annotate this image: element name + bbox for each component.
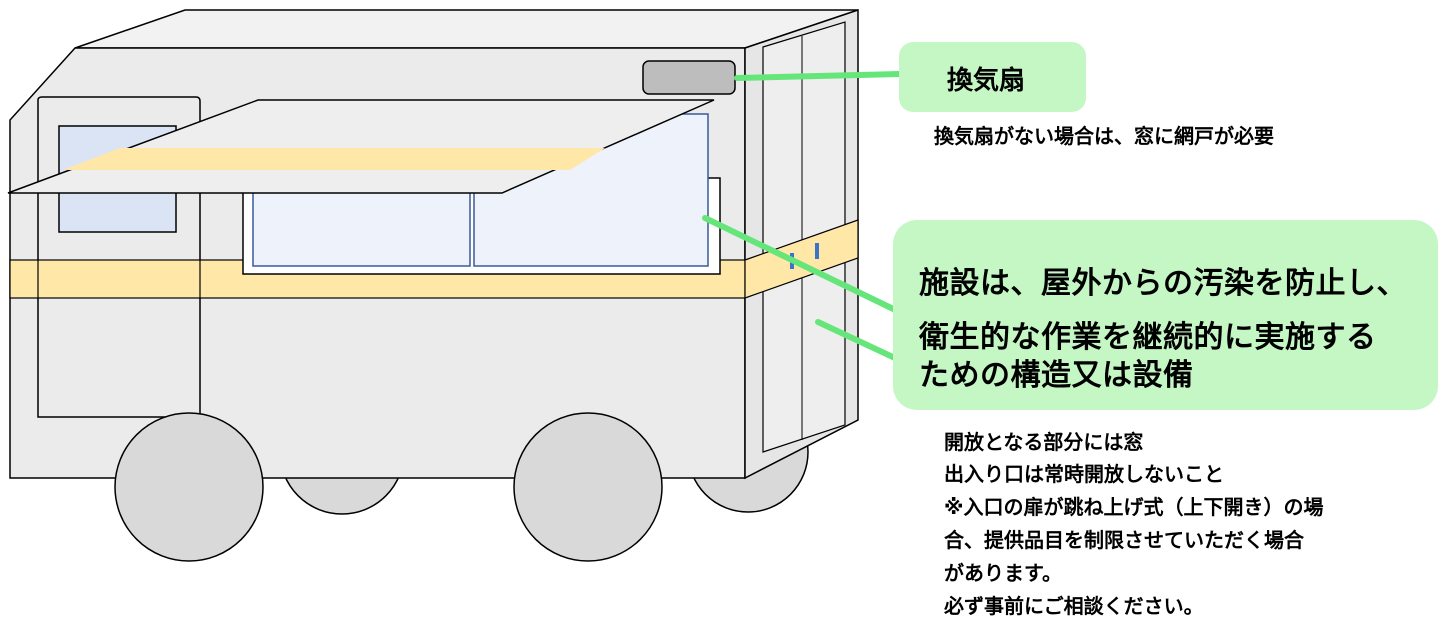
front-wheel bbox=[513, 412, 663, 562]
stripe-side bbox=[744, 219, 859, 299]
notes-line: ※入口の扉が跳ね上げ式（上下開き）の場 bbox=[944, 495, 1324, 519]
facility-line: ための構造又は設備 bbox=[919, 358, 1194, 393]
notes-line: 必ず事前にご相談ください。 bbox=[944, 594, 1204, 618]
notes-line: があります。 bbox=[944, 561, 1062, 585]
fan-connector bbox=[734, 71, 902, 81]
service-window-left bbox=[252, 183, 471, 267]
awning-stripe bbox=[63, 148, 605, 170]
notes-line: 開放となる部分には窓 bbox=[944, 430, 1144, 454]
truck-roof bbox=[74, 9, 859, 49]
fan-note: 換気扇がない場合は、窓に網戸が必要 bbox=[934, 124, 1274, 148]
facility-line: 施設は、屋外からの汚染を防止し、 bbox=[919, 266, 1407, 301]
facility-callout: 施設は、屋外からの汚染を防止し、 衛生的な作業を継続的に実施する ための構造又は… bbox=[893, 220, 1438, 410]
notes-line: 出入り口は常時開放しないこと bbox=[944, 462, 1224, 486]
ventilation-fan-icon bbox=[642, 60, 736, 95]
fan-title: 換気扇 bbox=[947, 66, 1026, 96]
notes-line: 合、提供品目を制限させていただく場合 bbox=[944, 528, 1304, 552]
rear-wheel bbox=[114, 412, 264, 562]
fan-callout: 換気扇 bbox=[899, 42, 1086, 112]
facility-line: 衛生的な作業を継続的に実施する bbox=[919, 320, 1377, 355]
window-connector bbox=[702, 215, 915, 321]
side-door bbox=[762, 21, 846, 453]
door-handle bbox=[815, 243, 819, 259]
